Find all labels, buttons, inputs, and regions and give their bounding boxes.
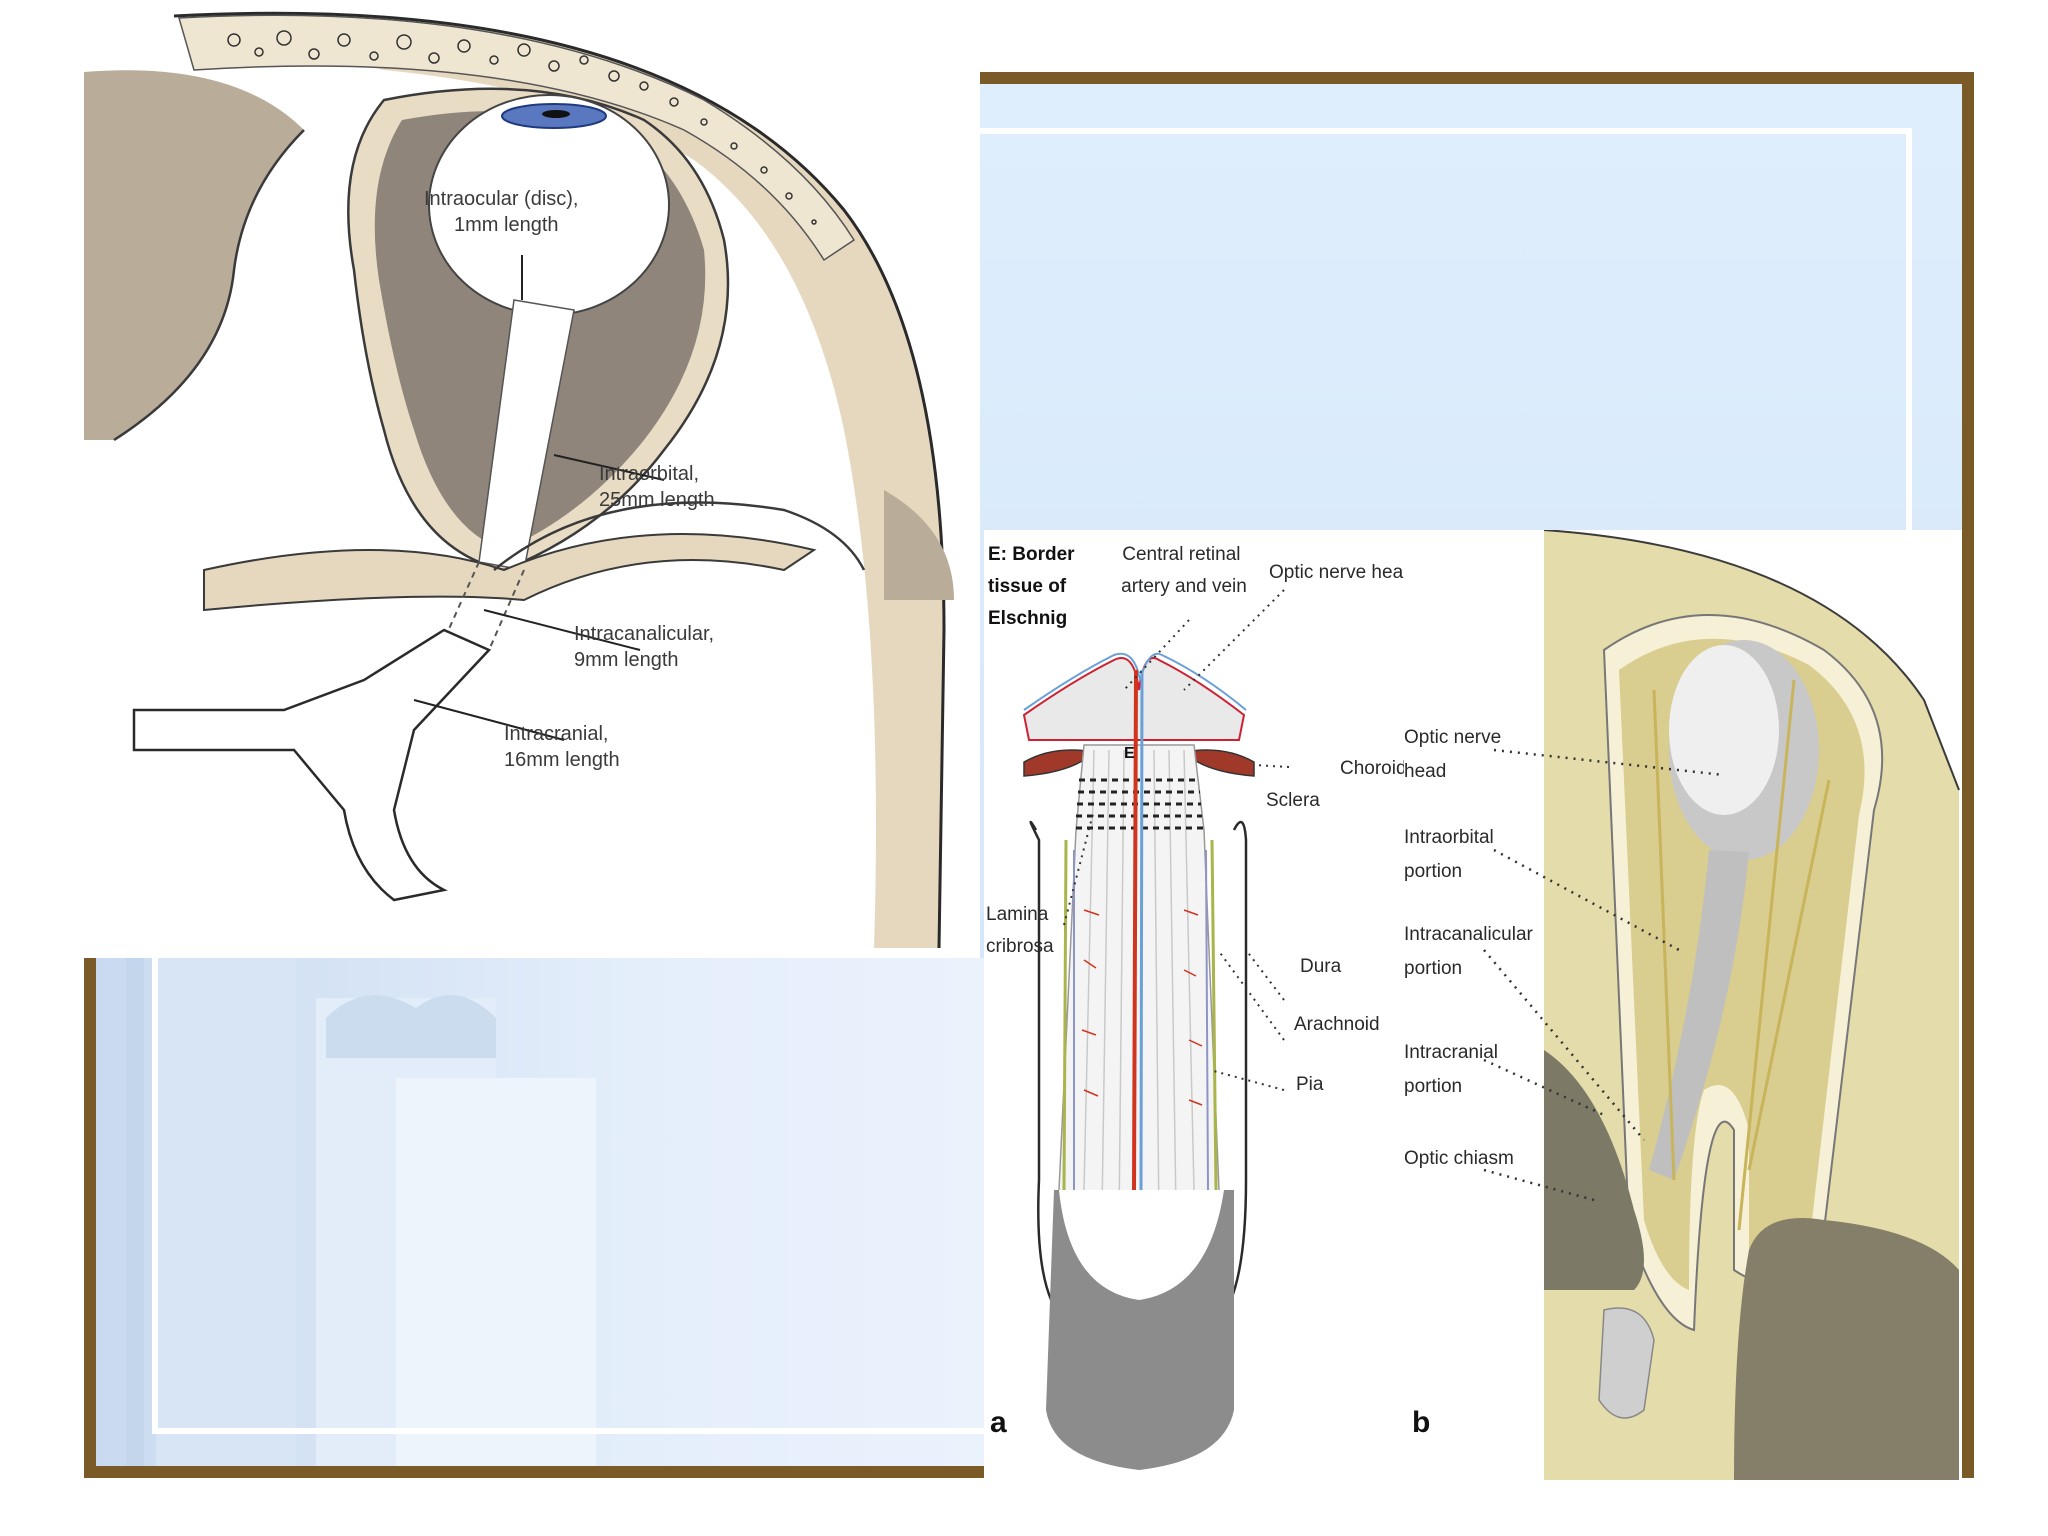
capillaries [1081,909,1203,1106]
optic-nerve-b [1649,850,1749,1180]
brain-base [1544,1050,1644,1290]
label-intracranial: Intracranial, 16mm length [504,723,620,771]
bone-pores [227,30,817,225]
optic-canal [443,561,525,651]
panel-letter-a: a [990,1406,1007,1439]
label-pia: Pia [1296,1074,1324,1095]
label-border-tissue: E: Border tissue of Elschnig [988,544,1080,629]
central-retinal-artery [1132,669,1138,1191]
label-optic-nerve-head-a: Optic nerve head [1269,562,1414,583]
panel-letter-b: b [1412,1406,1430,1439]
column-illustration [126,958,596,1466]
label-intraorbital: Intraorbital, 25mm length [599,463,715,511]
label-e-marker: E [1124,745,1135,762]
choroid-right [1182,749,1255,777]
label-intracanalicular-portion: Intracanalicular portion [1404,924,1538,979]
frontal-sinus-bone [178,14,856,262]
optic-chiasm-intracranial [132,628,492,902]
sphenoid-ridge [493,501,866,571]
label-central-retinal: Central retinal artery and vein [1121,544,1247,597]
label-optic-nerve-head-b: Optic nerve head [1404,727,1506,782]
optic-nerve-sagittal-diagram: Optic nerve head Intraorbital portion In… [1404,530,1962,1480]
central-retinal-vein [1139,669,1144,1191]
label-intracranial-portion: Intracranial portion [1404,1042,1503,1097]
optic-chiasm-b [1598,1307,1655,1419]
temporal-mass [1734,1218,1959,1480]
label-intraocular: Intraocular (disc), 1mm length [424,188,584,236]
extraocular-muscles [1652,679,1831,1231]
frontal-lobe [84,70,304,441]
label-intracanalicular: Intracanalicular, 9mm length [574,623,720,671]
label-optic-chiasm: Optic chiasm [1404,1148,1514,1169]
label-dura: Dura [1300,956,1342,977]
label-sclera: Sclera [1266,790,1320,811]
label-lamina-cribrosa: Lamina cribrosa [986,904,1054,957]
cranial-floor-bone [203,533,817,612]
label-intraorbital-portion: Intraorbital portion [1404,827,1499,882]
optic-nerve-segments-diagram: Intraocular (disc), 1mm length Intraorbi… [84,10,980,958]
lamina-cribrosa-lines [1076,778,1203,830]
column-background [96,958,986,1466]
label-choroid: Choroid [1340,758,1407,779]
label-arachnoid: Arachnoid [1294,1014,1380,1035]
